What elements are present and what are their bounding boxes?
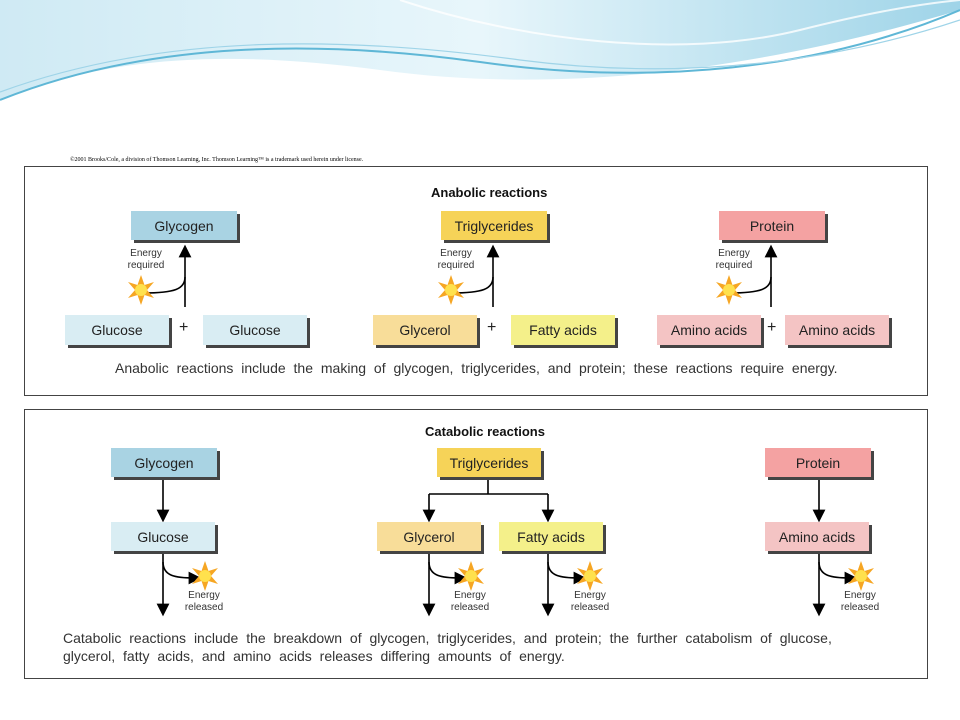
plus-sign: + — [179, 319, 189, 336]
source-glycogen: Glycogen — [111, 448, 217, 477]
anabolic-arrow-glycogen — [142, 244, 192, 307]
product-triglycerides: Triglycerides — [441, 211, 547, 240]
catabolic-caption-line1: Catabolic reactions include the breakdow… — [63, 630, 832, 646]
source-triglycerides: Triglycerides — [437, 448, 541, 477]
reactant-glucose-2: Glucose — [203, 315, 307, 345]
energy-released-label: Energy released — [450, 590, 490, 613]
catabolic-panel: Catabolic reactions — [24, 409, 928, 679]
intermediate-glucose: Glucose — [111, 522, 215, 551]
catabolic-caption-line2: glycerol, fatty acids, and amino acids r… — [63, 648, 565, 664]
product-protein: Protein — [719, 211, 825, 240]
anabolic-title: Anabolic reactions — [431, 185, 548, 200]
energy-burst-icon — [128, 275, 154, 305]
energy-released-label: Energy released — [840, 590, 880, 613]
anabolic-caption: Anabolic reactions include the making of… — [115, 360, 838, 376]
reactant-glycerol: Glycerol — [373, 315, 477, 345]
copyright-notice: ©2001 Brooks/Cole, a division of Thomson… — [70, 157, 364, 163]
source-protein: Protein — [765, 448, 871, 477]
catabolic-arrows — [156, 478, 874, 617]
reactant-amino-acids-2: Amino acids — [785, 315, 889, 345]
energy-burst-icon — [438, 275, 464, 305]
anabolic-arrows — [128, 244, 778, 307]
energy-released-label: Energy released — [184, 590, 224, 613]
catabolic-title: Catabolic reactions — [425, 424, 545, 439]
split-triglycerides — [428, 478, 549, 516]
intermediate-amino-acids: Amino acids — [765, 522, 869, 551]
energy-burst-icon — [577, 561, 603, 591]
energy-burst-icon — [716, 275, 742, 305]
anabolic-panel: Anabolic reactions Glycogen Triglyce — [24, 166, 928, 396]
energy-burst-icon — [192, 561, 218, 591]
reactant-amino-acids-1: Amino acids — [657, 315, 761, 345]
product-glycogen: Glycogen — [131, 211, 237, 240]
reactant-glucose-1: Glucose — [65, 315, 169, 345]
reactant-fatty-acids: Fatty acids — [511, 315, 615, 345]
energy-released-label: Energy released — [570, 590, 610, 613]
plus-sign: + — [487, 319, 497, 336]
energy-required-label: Energy required — [127, 248, 165, 271]
energy-burst-icon — [458, 561, 484, 591]
energy-required-label: Energy required — [437, 248, 475, 271]
intermediate-fatty-acids: Fatty acids — [499, 522, 603, 551]
header-wave-decoration — [0, 0, 960, 101]
intermediate-glycerol: Glycerol — [377, 522, 481, 551]
plus-sign: + — [767, 319, 777, 336]
energy-required-label: Energy required — [715, 248, 753, 271]
energy-burst-icon — [848, 561, 874, 591]
